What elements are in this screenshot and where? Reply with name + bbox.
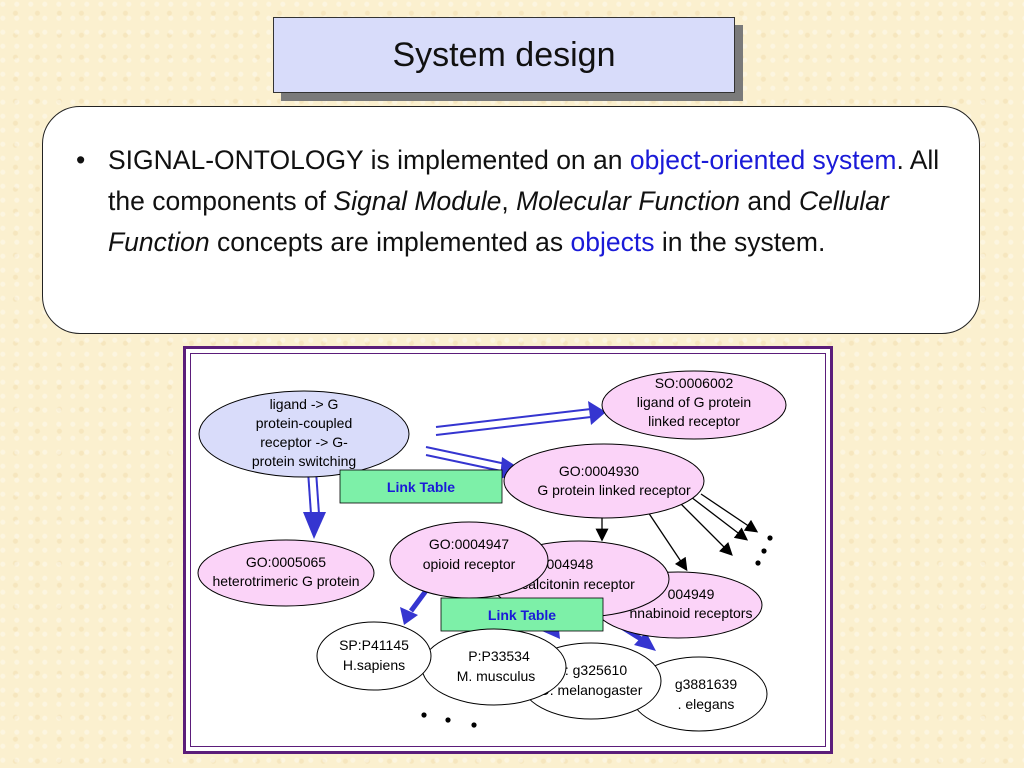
para-highlight-objects: objects xyxy=(570,227,655,257)
node-go-0004930: GO:0004930 G protein linked receptor xyxy=(503,443,705,519)
body-paragraph: SIGNAL-ONTOLOGY is implemented on an obj… xyxy=(108,140,968,263)
node-ligand: ligand -> G protein-coupled receptor -> … xyxy=(198,390,410,478)
svg-text:004949: 004949 xyxy=(668,586,715,602)
link-table-1-label: Link Table xyxy=(387,479,455,495)
link-table-2-label: Link Table xyxy=(488,607,556,623)
svg-text:calcitonin receptor: calcitonin receptor xyxy=(521,576,635,592)
svg-text:ligand -> G: ligand -> G xyxy=(270,396,339,412)
svg-text:receptor -> G-: receptor -> G- xyxy=(260,434,348,450)
slide-title: System design xyxy=(273,17,735,93)
svg-text:opioid receptor: opioid receptor xyxy=(423,556,516,572)
node-go-0005065: GO:0005065 heterotrimeric G protein xyxy=(197,539,375,607)
arrow-ligand-to-so xyxy=(435,401,606,436)
svg-text:G protein linked receptor: G protein linked receptor xyxy=(537,482,691,498)
svg-text:ligand of G protein: ligand of G protein xyxy=(637,394,751,410)
svg-text:0004948: 0004948 xyxy=(539,556,594,572)
ellipsis-dots-right xyxy=(755,535,773,566)
svg-text:GO:0004947: GO:0004947 xyxy=(429,536,509,552)
svg-text:linked receptor: linked receptor xyxy=(648,413,740,429)
svg-text:D. melanogaster: D. melanogaster xyxy=(540,682,643,698)
para-text-9: concepts are implemented as xyxy=(209,227,571,257)
para-signal-module: Signal Module xyxy=(333,186,502,216)
para-cellular-function: Cellular Function xyxy=(108,186,889,257)
svg-text:P:P33534: P:P33534 xyxy=(468,648,530,664)
para-text-11: in the system. xyxy=(654,227,826,257)
arrow-go4930-extra-2 xyxy=(690,496,749,541)
ontology-diagram: ligand -> G protein-coupled receptor -> … xyxy=(183,346,833,754)
arrow-ligand-to-go5065 xyxy=(303,470,326,539)
node-so-0006002: SO:0006002 ligand of G protein linked re… xyxy=(601,370,787,440)
svg-text:. elegans: . elegans xyxy=(678,696,735,712)
node-go-0004947: GO:0004947 opioid receptor xyxy=(389,521,549,599)
para-text-7: and xyxy=(739,186,799,216)
para-text-1: SIGNAL-ONTOLOGY is implemented on an xyxy=(108,145,630,175)
para-text-5: , xyxy=(501,186,517,216)
node-sp-p41145: SP:P41145 H.sapiens xyxy=(316,621,432,691)
svg-text:SO:0006002: SO:0006002 xyxy=(655,375,734,391)
svg-text:protein-coupled: protein-coupled xyxy=(256,415,353,431)
para-text-3: . All the components of xyxy=(108,145,940,216)
para-highlight-oo: object-oriented system xyxy=(629,145,897,175)
text-panel xyxy=(42,106,980,334)
diagram-svg: ligand -> G protein-coupled receptor -> … xyxy=(197,370,787,732)
svg-text:GO:0004930: GO:0004930 xyxy=(559,463,639,479)
diagram-inner-border xyxy=(190,353,826,747)
svg-text:SP:P41145: SP:P41145 xyxy=(339,637,409,653)
svg-text:heterotrimeric G protein: heterotrimeric G protein xyxy=(212,573,359,589)
arrow-go4930-to-go4949 xyxy=(645,508,688,572)
para-molecular-function: Molecular Function xyxy=(516,186,740,216)
svg-text:protein switching: protein switching xyxy=(252,453,356,469)
svg-text:H.sapiens: H.sapiens xyxy=(343,657,405,673)
bullet-dot: • xyxy=(76,145,86,175)
ellipsis-dots-bottom xyxy=(421,712,477,728)
svg-text:GO:0005065: GO:0005065 xyxy=(246,554,326,570)
link-table-2 xyxy=(440,597,604,632)
arrow-go4930-extra-3 xyxy=(700,493,759,533)
arrow-go4930-extra-1 xyxy=(675,498,733,556)
svg-text:M. musculus: M. musculus xyxy=(457,668,536,684)
svg-text:: g325610: : g325610 xyxy=(565,662,627,678)
node-sp-p33534: P:P33534 M. musculus xyxy=(421,628,567,706)
svg-text:g3881639: g3881639 xyxy=(675,676,738,692)
svg-text:nnabinoid receptors: nnabinoid receptors xyxy=(630,605,753,621)
link-table-1 xyxy=(339,469,503,504)
node-ce: g3881639 . elegans xyxy=(630,656,768,732)
